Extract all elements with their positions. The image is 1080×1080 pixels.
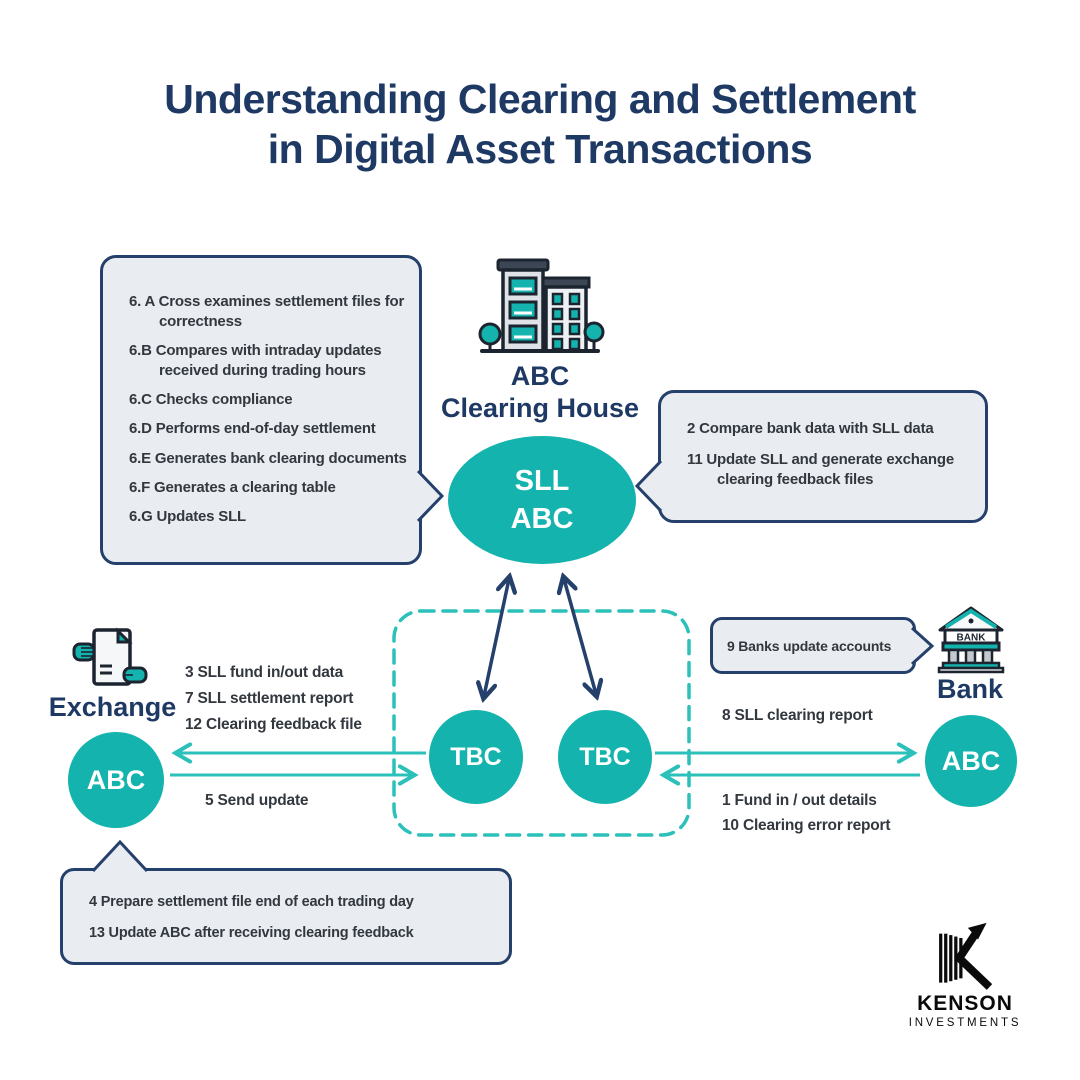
callout-sll-notes: 2 Compare bank data with SLL data 11 Upd… bbox=[658, 390, 988, 523]
clearing-house-label-line1: ABC bbox=[510, 361, 570, 391]
callout-banks-update-tail bbox=[911, 627, 935, 665]
sll-abc-ellipse-line1: SLL bbox=[514, 464, 570, 497]
flow-label-12: 12 Clearing feedback file bbox=[185, 716, 362, 733]
exchange-document-icon bbox=[72, 627, 148, 686]
title-line-1: Understanding Clearing and Settlement bbox=[164, 76, 916, 122]
bank-icon-text: BANK bbox=[957, 633, 987, 644]
kenson-investments-logo: KENSON INVESTMENTS bbox=[895, 922, 1035, 1029]
kenson-logo-mark bbox=[939, 922, 1001, 990]
flow-label-3: 3 SLL fund in/out data bbox=[185, 664, 344, 681]
clearing-house-label-line2: Clearing House bbox=[440, 393, 640, 424]
clearing-house-label: ABC Clearing House bbox=[410, 360, 670, 425]
exchange-abc-circle: ABC bbox=[68, 732, 164, 828]
bank-building-icon: BANK bbox=[937, 606, 1005, 674]
exchange-label: Exchange bbox=[48, 692, 177, 722]
tbc-circle-left: TBC bbox=[429, 710, 523, 804]
title-line-2: in Digital Asset Transactions bbox=[267, 126, 813, 173]
bank-abc-circle: ABC bbox=[925, 715, 1017, 807]
tbc-left-text: TBC bbox=[450, 742, 502, 771]
flow-label-1: 1 Fund in / out details bbox=[722, 792, 877, 809]
arrow-sll-tbc-right bbox=[564, 579, 596, 694]
sll-note: 2 Compare bank data with SLL data bbox=[687, 420, 934, 437]
tbc-circle-right: TBC bbox=[558, 710, 652, 804]
flow-label-7: 7 SLL settlement report bbox=[185, 690, 354, 707]
callout-clearing-steps: 6. A Cross examines settlement files for… bbox=[100, 255, 422, 565]
flow-label-5: 5 Send update bbox=[205, 792, 309, 809]
clearing-step: 6.C Checks compliance bbox=[129, 391, 293, 409]
sll-abc-ellipse: SLL ABC bbox=[448, 436, 636, 564]
arrow-sll-tbc-left bbox=[484, 579, 509, 696]
tbc-right-text: TBC bbox=[579, 742, 631, 771]
exchange-note: 13 Update ABC after receiving clearing f… bbox=[89, 925, 414, 942]
callout-clearing-steps-tail bbox=[417, 470, 445, 522]
flow-label-10: 10 Clearing error report bbox=[722, 817, 891, 834]
clearing-step: 6.F Generates a clearing table bbox=[129, 478, 336, 496]
bank-abc-text: ABC bbox=[941, 745, 1001, 776]
exchange-note: 4 Prepare settlement file end of each tr… bbox=[89, 894, 414, 910]
callout-banks-update: 9 Banks update accounts bbox=[710, 617, 916, 674]
clearing-step: 6.D Performs end-of-day settlement bbox=[129, 420, 376, 438]
logo-subtitle: INVESTMENTS bbox=[908, 1017, 1022, 1029]
clearing-step: 6.B Compares with intraday updates recei… bbox=[129, 342, 382, 380]
clearing-house-building-icon bbox=[478, 258, 605, 353]
page-title: Understanding Clearing and Settlement in… bbox=[0, 74, 1080, 174]
callout-exchange-notes-tail bbox=[92, 840, 149, 872]
callout-sll-notes-tail bbox=[634, 460, 662, 512]
clearing-step: 6.G Updates SLL bbox=[129, 507, 247, 525]
sll-note: 11 Update SLL and generate exchange clea… bbox=[687, 451, 954, 489]
bank-label: Bank bbox=[936, 674, 1004, 704]
clearing-step: 6.E Generates bank clearing documents bbox=[129, 449, 407, 467]
callout-exchange-notes: 4 Prepare settlement file end of each tr… bbox=[60, 868, 512, 965]
logo-name: KENSON bbox=[917, 992, 1013, 1015]
exchange-abc-text: ABC bbox=[86, 764, 146, 795]
sll-abc-ellipse-line2: ABC bbox=[510, 503, 574, 535]
clearing-zone-dashed-box bbox=[392, 609, 691, 837]
banks-update-text: 9 Banks update accounts bbox=[727, 637, 892, 654]
flow-label-8: 8 SLL clearing report bbox=[722, 707, 873, 724]
clearing-step: 6. A Cross examines settlement files for… bbox=[129, 293, 405, 331]
